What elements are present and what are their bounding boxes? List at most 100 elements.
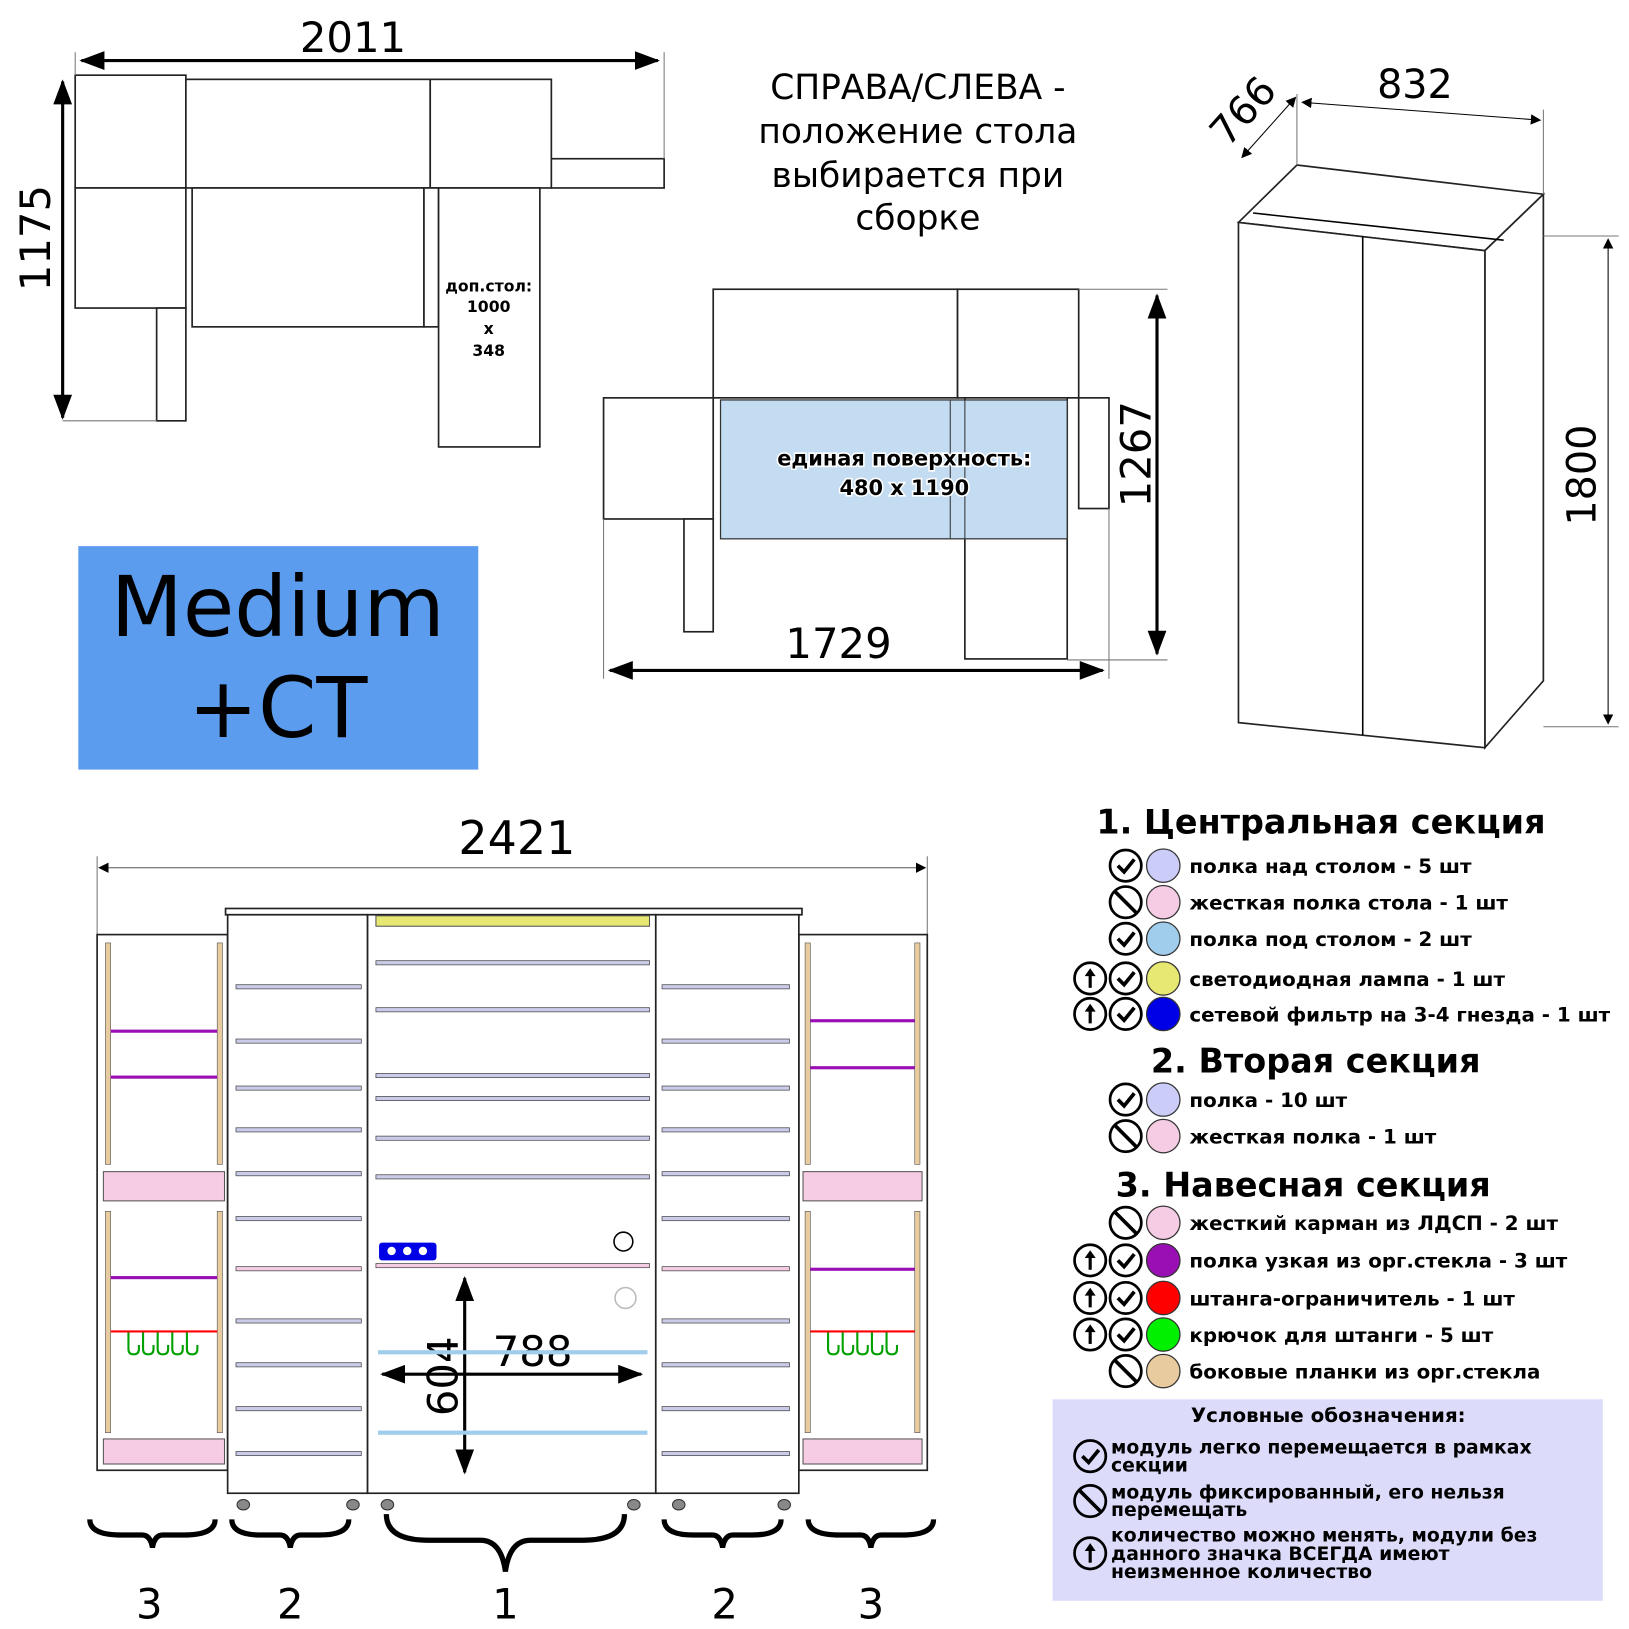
color-swatch-icon [1145,961,1181,996]
symbol-key-text: данного значка ВСЕГДА имеют [1111,1544,1450,1565]
color-swatch-icon [1145,1205,1181,1241]
foot [671,1498,686,1511]
legend-item: жесткая полка стола - 1 шт [1108,884,1508,920]
note-line: СПРАВА/СЛЕВА - [770,68,1065,108]
legend-item: полка - 10 шт [1108,1082,1348,1117]
color-swatch-icon [1145,1280,1181,1316]
extra-table-width: 1000 [467,297,511,316]
color-swatch-icon [1145,884,1181,920]
symbol-key-text: неизменное количество [1111,1562,1372,1583]
narrow-glass-shelf [110,1276,218,1280]
movable-check-icon [1108,996,1143,1031]
brace-section-3-right [805,1519,937,1549]
symbol-key-text: модуль фиксированный, его нельзя [1111,1482,1505,1503]
rod-hook [885,1332,899,1356]
quantity-arrow-up-icon [1073,1280,1108,1315]
shelf [661,1362,790,1368]
shelf [235,1127,362,1133]
legend-item-label: полка под столом - 2 шт [1189,928,1472,951]
side-plank [914,1210,921,1433]
symbol-key-item: модуль фиксированный, его нельзяперемеща… [1073,1482,1505,1521]
extra-table-label: доп.стол: [445,276,532,295]
shelf-under-desk [378,1350,648,1355]
legend-item-label: полка над столом - 5 шт [1189,855,1472,878]
color-swatch-icon [1145,921,1181,957]
wardrobe-height-dim: 1800 [1560,425,1606,526]
shelf [235,1362,362,1368]
plan-width-dim: 2011 [300,13,406,62]
shelf-above-desk [375,960,650,966]
legend-item: сетевой фильтр на 3-4 гнезда - 1 шт [1073,996,1611,1032]
section-2-right [654,913,800,1495]
legend-item-label: боковые планки из орг.стекла [1189,1360,1540,1383]
plan-panels [74,74,665,448]
brace-section-1 [383,1513,628,1572]
fixed-prohibited-icon [1108,1354,1143,1389]
legend-item-label: сетевой фильтр на 3-4 гнезда - 1 шт [1189,1003,1610,1026]
symbol-key-bg [1052,1399,1603,1601]
shelf [661,1171,790,1177]
symbol-key-title: Условные обозначения: [1191,1404,1466,1427]
legend-item-label: полка - 10 шт [1189,1089,1347,1112]
shelf [661,1216,790,1222]
shelf [235,1451,362,1457]
legend-item: полка узкая из орг.стекла - 3 шт [1073,1243,1568,1278]
shelf [235,1038,362,1044]
foot [627,1498,641,1511]
section-label: 3 [136,1580,163,1629]
model-badge: Medium +CT [78,546,479,770]
shelf [235,1171,362,1177]
inner-height-dim: 604 [418,1336,467,1416]
legend-item-label: жесткая полка - 1 шт [1189,1125,1436,1148]
rod-hook [870,1332,884,1356]
legend-section-title: 1. Центральная секция [1096,802,1545,841]
movable-check-icon [1108,1317,1143,1352]
legend-item: полка под столом - 2 шт [1108,921,1472,957]
quantity-arrow-up-icon [1073,961,1108,996]
model-badge-bg [78,546,479,770]
shelf-above-desk [375,1096,650,1101]
symbol-key-text: модуль легко перемещается в рамках [1111,1438,1532,1459]
color-swatch-icon [1145,1082,1181,1117]
legend-item-label: крючок для штанги - 5 шт [1189,1324,1493,1347]
symbol-key: Условные обозначения: модуль легко переме… [1052,1399,1603,1601]
legend-item: жесткий карман из ЛДСП - 2 шт [1108,1205,1559,1241]
shelf [661,1038,790,1044]
color-swatch-icon [1145,1243,1181,1278]
legend-item-label: жесткий карман из ЛДСП - 2 шт [1189,1212,1558,1235]
rod-hook [171,1332,184,1356]
rigid-desk-shelf [375,1263,650,1269]
rod-hook [827,1332,840,1356]
narrow-glass-shelf [810,1019,915,1023]
foot [236,1498,251,1511]
rod-hook [142,1332,155,1356]
narrow-glass-shelf [110,1029,218,1033]
shelf [661,1085,790,1091]
quantity-arrow-up-icon [1073,996,1108,1031]
legend-item: боковые планки из орг.стекла [1108,1353,1540,1389]
wardrobe-3d: 832 766 1800 [1201,62,1619,750]
note-line: сборке [855,199,980,239]
shelf [235,1406,362,1412]
placement-note: СПРАВА/СЛЕВА - положение стола выбираетс… [758,68,1077,239]
color-swatch-icon [1145,996,1181,1032]
legend: 1. Центральная секция полка над столом - … [1052,802,1611,1601]
shelf [661,1318,790,1324]
shelf [661,984,790,990]
front-elevation: 2421 788 604 3 2 1 2 3 [87,811,937,1629]
surface-label: единая поверхность: [777,447,1031,471]
brace-section-3-left [87,1519,218,1549]
legend-item-label: светодиодная лампа - 1 шт [1189,968,1505,991]
movable-check-icon [1108,1082,1143,1117]
shelf-above-desk [375,1007,650,1013]
legend-section-title: 2. Вторая секция [1151,1041,1481,1080]
movable-check-icon [1108,848,1143,883]
model-name: Medium [111,558,445,656]
legend-item-label: жесткая полка стола - 1 шт [1189,892,1508,915]
movable-check-icon [1108,921,1143,956]
symbol-key-text: количество можно менять, модули без [1111,1525,1537,1546]
note-line: выбирается при [772,156,1065,196]
symbol-key-text: секции [1111,1455,1188,1476]
shelf [661,1406,790,1412]
